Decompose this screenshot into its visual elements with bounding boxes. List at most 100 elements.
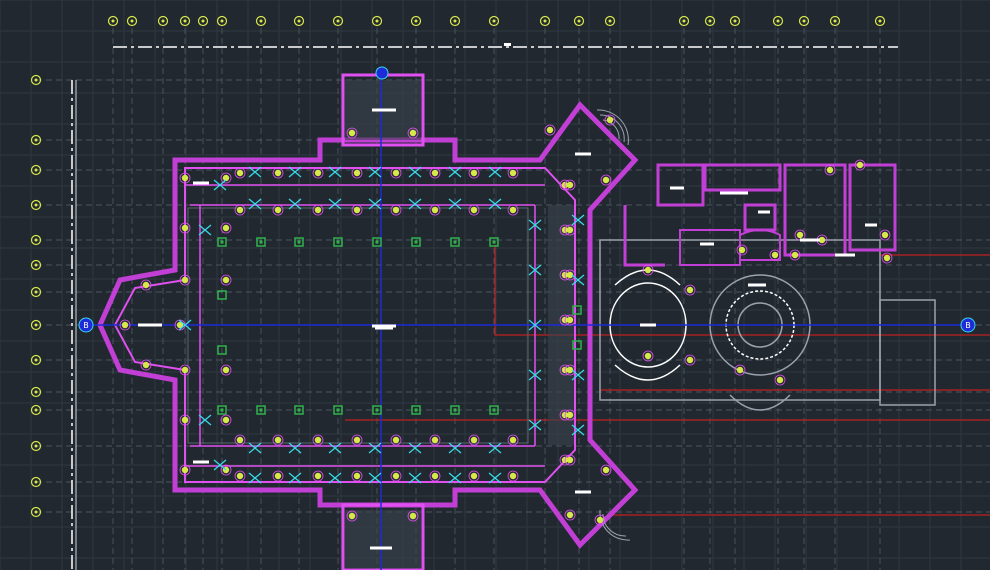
column — [372, 405, 382, 415]
room-label-mark — [575, 152, 591, 156]
light-fixture-ring — [407, 127, 419, 139]
light-fixture — [142, 361, 150, 369]
axis-bubble-left — [30, 506, 42, 518]
light-fixture — [353, 436, 361, 444]
axis-bubble-dot — [878, 19, 882, 23]
axis-bubble-top — [216, 15, 228, 27]
light-fixture-ring — [346, 510, 358, 522]
light-fixture — [566, 271, 574, 279]
light-fixture-ring — [429, 470, 441, 482]
light-fixture — [566, 226, 574, 234]
light-fixture-ring — [312, 470, 324, 482]
light-fixture — [176, 321, 184, 329]
stair-towers — [596, 109, 631, 541]
light-fixture — [236, 206, 244, 214]
light-fixture — [392, 472, 400, 480]
axis-bubble-dot — [577, 19, 581, 23]
light-fixture-ring — [390, 434, 402, 446]
room-label-mark — [720, 191, 748, 195]
column-core — [297, 408, 301, 412]
light-fixture-ring — [220, 364, 232, 376]
column — [217, 345, 227, 355]
ceiling-fan — [448, 166, 462, 178]
light-fixture — [181, 276, 189, 284]
ceiling-fan — [288, 198, 302, 210]
column-core — [375, 240, 379, 244]
column — [411, 237, 421, 247]
room-label-mark — [700, 242, 714, 246]
axis-bubble-dot — [34, 480, 38, 484]
ceiling-fan — [571, 369, 585, 381]
light-fixture — [791, 251, 799, 259]
light-fixture-ring — [351, 204, 363, 216]
room-label-mark — [193, 460, 209, 464]
light-fixture-ring — [789, 249, 801, 261]
light-fixture — [314, 169, 322, 177]
column-core — [453, 408, 457, 412]
ceiling-fan — [488, 472, 502, 484]
axis-bubble-top — [604, 15, 616, 27]
light-fixture-ring — [564, 409, 576, 421]
axis-bubble-top — [704, 15, 716, 27]
axis-bubble-top — [371, 15, 383, 27]
ceiling-fan — [288, 472, 302, 484]
axis-bubble-top — [829, 15, 841, 27]
light-fixture-ring — [507, 167, 519, 179]
light-fixture — [644, 352, 652, 360]
column-core — [492, 408, 496, 412]
light-fixture-ring — [179, 172, 191, 184]
light-fixture — [353, 169, 361, 177]
light-fixture — [606, 116, 614, 124]
axis-bubble-top — [157, 15, 169, 27]
light-fixture-ring — [220, 172, 232, 184]
column-core — [220, 408, 224, 412]
light-fixture — [181, 224, 189, 232]
light-fixture — [314, 436, 322, 444]
light-fixture-ring — [429, 204, 441, 216]
axis-bubble-left — [30, 386, 42, 398]
light-fixture-ring — [564, 454, 576, 466]
light-fixture-ring — [140, 279, 152, 291]
axis-bubble-left — [30, 440, 42, 452]
light-fixture — [686, 356, 694, 364]
axis-bubble-top — [126, 15, 138, 27]
ceiling-fan — [198, 224, 212, 236]
light-fixture — [274, 169, 282, 177]
axis-bubble-dot — [34, 203, 38, 207]
section-lines — [345, 245, 990, 516]
light-fixture — [771, 251, 779, 259]
axis-bubble-dot — [201, 19, 205, 23]
nave-outer-wall — [97, 101, 639, 549]
ceiling-fan — [213, 179, 227, 191]
ceiling-fan — [448, 442, 462, 454]
light-fixture — [236, 472, 244, 480]
axis-bubble-dot — [130, 19, 134, 23]
axis-bubble-left — [30, 134, 42, 146]
ceiling-fan — [528, 369, 542, 381]
hatch-areas — [345, 80, 574, 568]
light-fixture-ring — [312, 167, 324, 179]
light-fixture-ring — [879, 229, 891, 241]
light-fixture-ring — [429, 167, 441, 179]
axis-bubble-dot — [34, 510, 38, 514]
light-fixture — [431, 169, 439, 177]
axis-bubble-top — [410, 15, 422, 27]
ceiling-fan — [368, 198, 382, 210]
column — [333, 405, 343, 415]
ceiling-fan — [178, 319, 192, 331]
ceiling-fans — [178, 166, 585, 484]
light-fixture — [470, 169, 478, 177]
ceiling-fan — [248, 198, 262, 210]
light-fixture-ring — [507, 204, 519, 216]
light-fixture-ring — [220, 274, 232, 286]
ceiling-fan — [448, 198, 462, 210]
axis-bubble-top — [332, 15, 344, 27]
light-fixture-ring — [234, 204, 246, 216]
axis-bubble-dot — [34, 444, 38, 448]
light-fixture-ring — [179, 274, 191, 286]
columns — [217, 237, 582, 415]
column-core — [453, 240, 457, 244]
light-fixture-ring — [564, 179, 576, 191]
